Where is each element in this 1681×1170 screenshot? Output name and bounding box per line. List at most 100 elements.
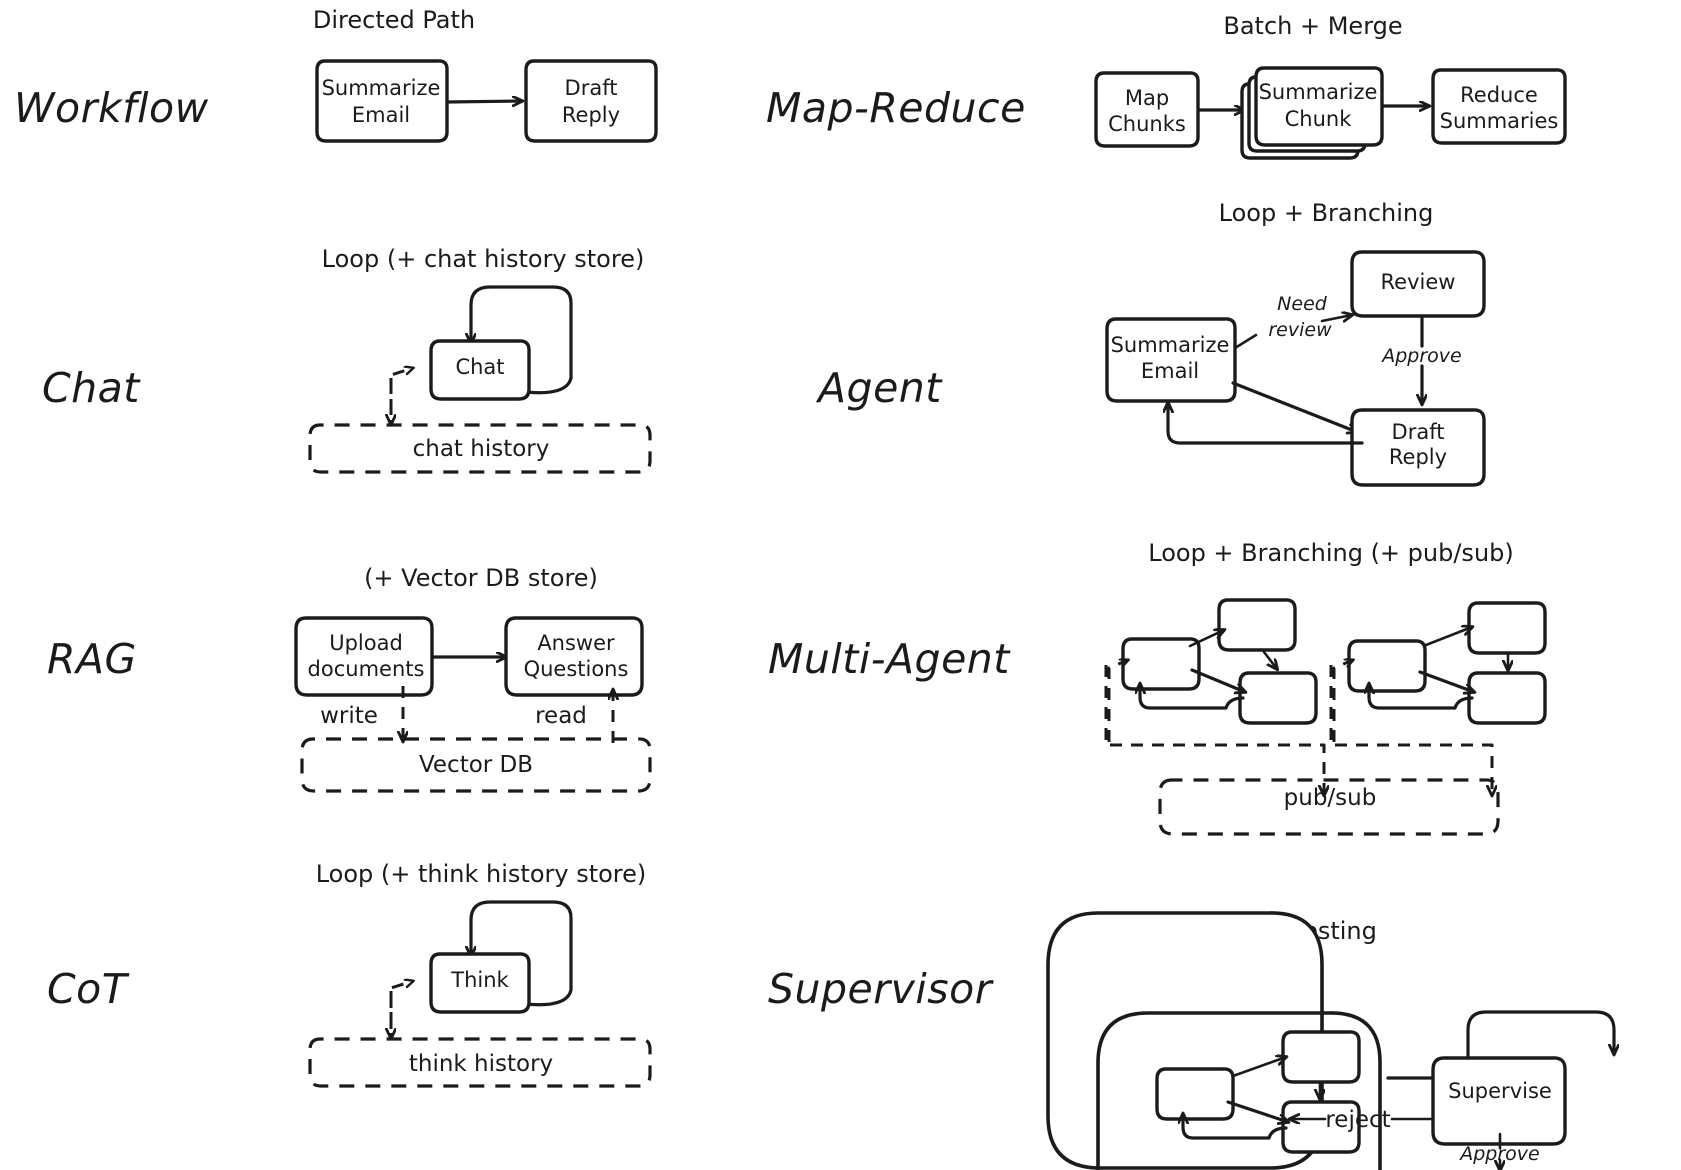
node-agent-summarize-email[interactable]: Summarize Email <box>1105 317 1237 403</box>
nested-node-top[interactable] <box>1281 1030 1361 1084</box>
panel-chat: Chat Loop (+ chat history store) Chat ch… <box>42 245 652 474</box>
panel-agent: Agent Loop + Branching Summarize Email N… <box>815 199 1486 487</box>
mini-node-b-right[interactable] <box>1467 671 1547 725</box>
edge-label-need: Need <box>1277 293 1328 315</box>
mini-a-in-from-pubsub <box>1107 660 1128 742</box>
edge-chat-self-loop <box>471 285 573 395</box>
caption-agent: Loop + Branching <box>1219 199 1434 227</box>
caption-workflow: Directed Path <box>313 6 475 34</box>
edge-label-read: read <box>535 703 587 729</box>
mini-node-b-top[interactable] <box>1467 601 1547 655</box>
panel-multi-agent: Multi-Agent Loop + Branching (+ pub/sub) <box>768 539 1547 836</box>
caption-map-reduce: Batch + Merge <box>1223 12 1402 40</box>
edge-label-approve: Approve <box>1458 1143 1540 1165</box>
edge-store-to-think <box>389 981 413 1029</box>
node-label: Chunks <box>1108 112 1186 136</box>
edge-label-review: review <box>1268 319 1332 341</box>
row-label-agent: Agent <box>815 364 943 412</box>
mini-b-edge-right-back <box>1369 684 1474 710</box>
caption-rag: (+ Vector DB store) <box>364 564 598 592</box>
node-summarize-chunk-stack[interactable]: Summarize Chunk <box>1240 66 1384 160</box>
node-label: documents <box>308 657 425 681</box>
edge-think-self-loop <box>471 900 573 1007</box>
store-label: chat history <box>413 436 550 462</box>
row-label-workflow: Workflow <box>14 84 209 132</box>
mini-agent-a <box>1104 598 1324 795</box>
row-label-multi-agent: Multi-Agent <box>768 635 1011 683</box>
node-supervise[interactable]: Supervise <box>1431 1056 1567 1146</box>
edge-workflow-1 <box>445 101 522 102</box>
node-label: Map <box>1125 86 1169 110</box>
node-label: Summarize <box>1259 80 1378 104</box>
edge-summarize-to-draft <box>1231 381 1357 432</box>
caption-multi-agent: Loop + Branching (+ pub/sub) <box>1148 539 1514 567</box>
store-chat-history[interactable]: chat history <box>308 423 652 474</box>
node-reduce-summaries[interactable]: Reduce Summaries <box>1431 68 1567 145</box>
panel-rag: RAG (+ Vector DB store) Upload documents… <box>47 564 652 793</box>
node-label: Email <box>1141 359 1199 383</box>
mini-a-out-to-pubsub <box>1104 665 1324 795</box>
store-label: think history <box>409 1051 553 1077</box>
store-label: Vector DB <box>419 752 533 778</box>
node-draft-reply[interactable]: Draft Reply <box>524 59 658 143</box>
mini-a-edge-left-to-top <box>1188 630 1224 648</box>
node-chat[interactable]: Chat <box>429 339 531 401</box>
node-answer-questions[interactable]: Answer Questions <box>504 616 644 697</box>
caption-chat: Loop (+ chat history store) <box>322 245 645 273</box>
mini-agent-b <box>1329 601 1547 795</box>
mini-node-a-right[interactable] <box>1238 671 1318 725</box>
node-label: Chunk <box>1285 107 1353 131</box>
mini-b-edge-left-to-right <box>1418 670 1474 692</box>
node-label: Review <box>1381 270 1456 294</box>
node-label: Upload <box>329 631 403 655</box>
panel-map-reduce: Map-Reduce Batch + Merge Map Chunks Summ… <box>766 12 1567 160</box>
edge-store-to-chat <box>389 368 413 415</box>
node-agent-draft-reply[interactable]: Draft Reply <box>1350 408 1486 487</box>
node-label: Questions <box>524 657 629 681</box>
edge-need-review-tick <box>1233 333 1258 350</box>
panel-workflow: Workflow Directed Path Summarize Email D… <box>14 6 658 143</box>
store-label: pub/sub <box>1284 785 1377 811</box>
mini-a-edge-right-back <box>1140 684 1245 710</box>
row-label-chat: Chat <box>42 364 141 412</box>
row-label-rag: RAG <box>47 635 137 683</box>
nested-agent-group[interactable] <box>1046 911 1361 1170</box>
node-label: Email <box>352 103 410 127</box>
mini-a-edge-top-to-right <box>1262 650 1277 669</box>
edge-label-approve: Approve <box>1380 345 1462 367</box>
mini-node-b-left[interactable] <box>1347 639 1427 693</box>
node-think[interactable]: Think <box>429 952 531 1014</box>
edge-label-write: write <box>320 703 378 729</box>
node-label: Reply <box>562 103 620 127</box>
node-summarize-email[interactable]: Summarize Email <box>315 59 449 143</box>
node-label: Answer <box>537 631 615 655</box>
node-label: Supervise <box>1448 1079 1552 1103</box>
node-upload-documents[interactable]: Upload documents <box>294 616 434 697</box>
panel-cot: CoT Loop (+ think history store) Think t… <box>47 860 652 1088</box>
panel-supervisor: Supervisor Nesting Supervise reject Appr… <box>768 911 1614 1170</box>
mini-node-a-left[interactable] <box>1121 637 1201 691</box>
node-label: Draft <box>565 76 618 100</box>
store-vector-db[interactable]: Vector DB <box>300 737 652 793</box>
row-label-supervisor: Supervisor <box>768 965 994 1013</box>
edge-draft-back-to-summarize <box>1168 403 1364 445</box>
mini-node-a-top[interactable] <box>1217 598 1297 652</box>
nested-node-left[interactable] <box>1155 1067 1235 1121</box>
node-label: Summarize <box>322 76 441 100</box>
row-label-map-reduce: Map-Reduce <box>766 84 1026 132</box>
stack-layer-front <box>1254 66 1384 147</box>
edge-need-review <box>1320 315 1352 321</box>
mini-a-edge-left-to-right <box>1190 668 1245 692</box>
node-label: Chat <box>455 355 504 379</box>
mini-b-edge-left-to-top <box>1424 627 1472 647</box>
node-review[interactable]: Review <box>1350 250 1486 318</box>
store-think-history[interactable]: think history <box>308 1037 652 1088</box>
node-label: Draft <box>1392 420 1445 444</box>
node-label: Reduce <box>1460 83 1538 107</box>
row-label-cot: CoT <box>47 965 130 1013</box>
node-label: Summarize <box>1111 333 1230 357</box>
node-map-chunks[interactable]: Map Chunks <box>1094 71 1200 148</box>
store-pub-sub[interactable]: pub/sub <box>1158 778 1500 836</box>
